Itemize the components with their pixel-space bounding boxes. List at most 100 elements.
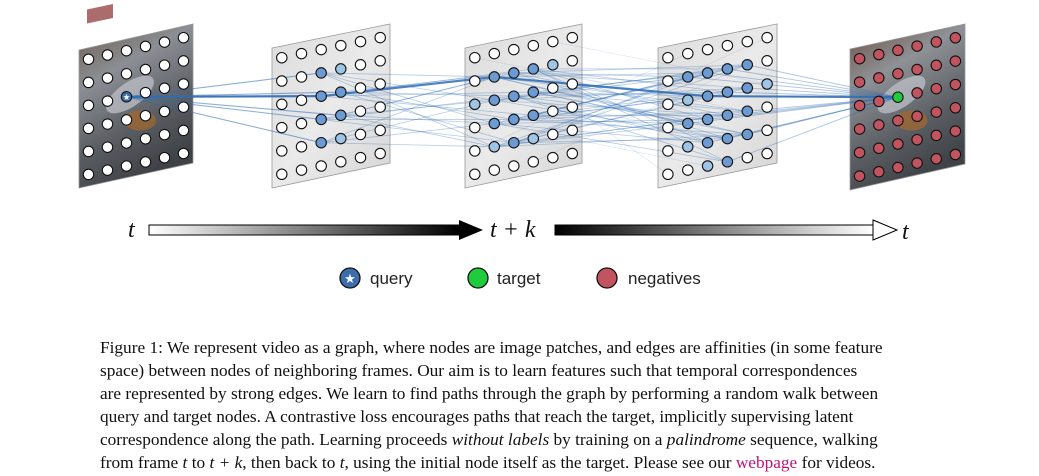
affinity-edge	[340, 72, 514, 93]
patch-node	[354, 151, 367, 164]
affinity-edge	[533, 68, 728, 93]
patch-node	[469, 145, 481, 157]
patch-node	[508, 160, 520, 172]
negative-node	[949, 78, 962, 91]
visited-node	[701, 67, 714, 79]
affinity-edge	[494, 123, 728, 163]
patch-node	[315, 43, 327, 56]
negative-node	[853, 99, 866, 112]
patch-node	[374, 55, 386, 67]
caption-line-2: space) between nodes of neighboring fram…	[100, 361, 858, 380]
negative-node	[930, 82, 943, 95]
visited-node	[335, 86, 347, 98]
patch-node	[566, 31, 579, 44]
affinity-edge	[494, 119, 708, 124]
affinity-edge	[513, 76, 688, 144]
forward-arrow-shaft	[148, 224, 460, 236]
patch-node	[139, 63, 152, 76]
visited-node	[682, 71, 694, 83]
timeline-start-label: t	[128, 217, 136, 243]
patch-node	[101, 49, 114, 61]
affinity-edge	[474, 57, 688, 101]
negative-node	[873, 166, 885, 178]
negative-node	[911, 133, 923, 146]
affinity-edge	[126, 96, 322, 144]
patch-node	[120, 137, 133, 149]
patch-node	[139, 86, 152, 99]
query-star-icon: ★	[123, 93, 131, 103]
patch-node	[276, 121, 288, 134]
negative-node	[949, 55, 962, 67]
backward-arrow-shaft	[554, 224, 874, 236]
patch-node	[120, 160, 133, 172]
affinity-edge	[513, 72, 688, 78]
patch-node	[177, 78, 190, 90]
patch-node	[374, 101, 386, 113]
patch-node	[662, 98, 674, 111]
negative-node	[949, 102, 962, 114]
timeline-end-label: t	[902, 219, 910, 245]
patch-nodes: ★	[82, 31, 962, 182]
visited-node	[721, 86, 734, 98]
patch-node	[101, 72, 114, 84]
visited-node	[701, 113, 714, 126]
frame-1	[78, 23, 194, 189]
patch-node	[177, 101, 190, 113]
patch-node	[527, 39, 540, 52]
patch-node	[761, 124, 773, 137]
negative-node	[911, 110, 923, 123]
patch-node	[276, 98, 288, 111]
affinity-edge	[707, 72, 898, 98]
affinity-edge	[321, 99, 495, 144]
affinity-edge	[513, 64, 748, 74]
webpage-link[interactable]: webpage	[735, 453, 798, 472]
patch-node	[335, 156, 347, 168]
negative-node	[911, 63, 923, 76]
affinity-edge	[707, 95, 898, 99]
patch-node	[158, 105, 171, 118]
affinity-edge	[126, 72, 322, 98]
patch-node	[276, 145, 288, 157]
visited-node	[741, 128, 754, 141]
visited-node	[488, 94, 501, 106]
visited-node	[701, 90, 714, 102]
patch-node	[158, 59, 171, 71]
scene-object	[87, 3, 113, 24]
negative-node	[949, 32, 962, 44]
visited-node	[508, 90, 520, 102]
affinity-edge	[494, 76, 688, 101]
affinity-edge	[494, 123, 688, 148]
patch-node	[741, 35, 754, 48]
query-node	[120, 91, 133, 103]
candidate-node	[761, 78, 773, 90]
patch-node	[295, 141, 308, 153]
visited-node	[315, 90, 327, 102]
negative-node	[949, 148, 962, 161]
legend-negatives-marker	[596, 267, 618, 289]
affinity-edge	[707, 96, 898, 120]
patch-node	[662, 145, 674, 157]
visited-node	[741, 59, 754, 71]
candidate-node	[682, 94, 694, 106]
affinity-edge	[494, 99, 728, 116]
affinity-edge	[533, 91, 748, 135]
candidate-node	[701, 160, 714, 172]
patch-node	[354, 82, 367, 94]
affinity-edge	[494, 134, 748, 148]
patch-node	[701, 43, 714, 56]
affinity-edge	[687, 76, 898, 98]
patch-node	[158, 36, 171, 48]
patch-node	[315, 160, 327, 172]
patch-node	[276, 75, 288, 87]
timeline-middle-label: t + k	[490, 217, 536, 243]
affinity-edge	[340, 99, 495, 116]
affinity-edge	[340, 114, 495, 124]
patch-node	[682, 164, 694, 176]
candidate-node	[547, 59, 559, 71]
patch-node	[374, 147, 386, 160]
affinity-edge	[126, 96, 322, 120]
negative-node	[853, 76, 866, 88]
candidate-node	[335, 132, 347, 145]
affinity-edge	[533, 91, 708, 97]
patch-node	[547, 128, 559, 141]
